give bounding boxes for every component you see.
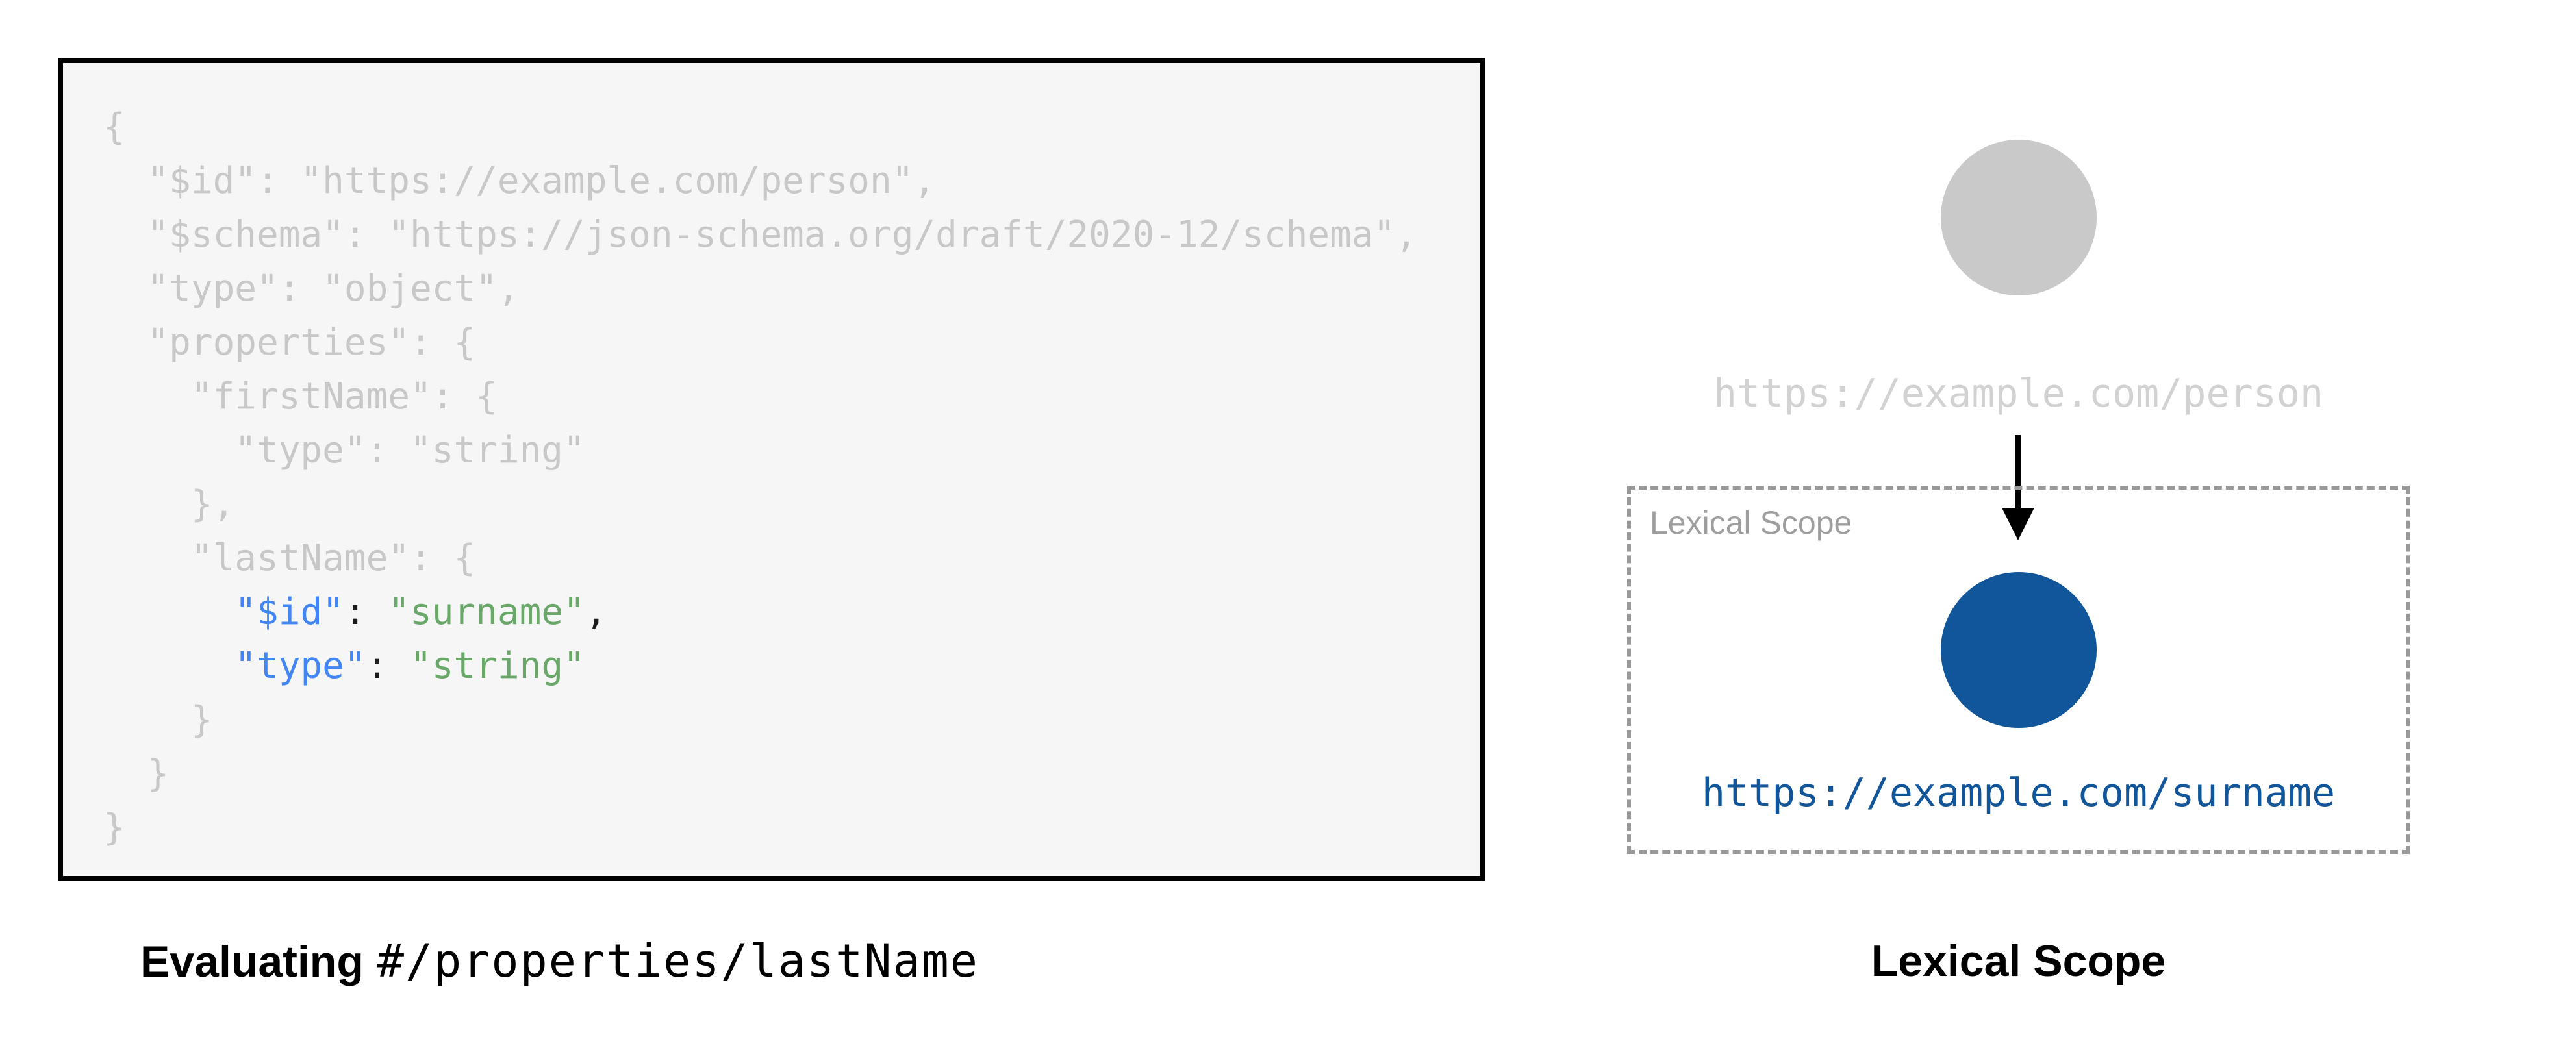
code-line: } (103, 801, 1480, 855)
code-segment: "$schema": "https://json-schema.org/draf… (103, 214, 1417, 256)
code-line: "lastName": { (103, 531, 1480, 585)
code-line: "$id": "surname", (103, 585, 1480, 639)
code-line: "type": "string" (103, 639, 1480, 693)
code-line: "$id": "https://example.com/person", (103, 154, 1480, 208)
code-segment: "surname" (388, 591, 585, 633)
code-segment: } (103, 807, 125, 849)
code-line: "$schema": "https://json-schema.org/draf… (103, 208, 1480, 262)
code-segment: "firstName": { (103, 375, 498, 418)
code-segment: "properties": { (103, 321, 476, 364)
parent-uri-label: https://example.com/person (1713, 371, 2324, 416)
code-segment: { (103, 106, 125, 148)
code-line: } (103, 747, 1480, 801)
code-segment (103, 645, 234, 687)
code-line: } (103, 693, 1480, 747)
code-segment: "type": "string" (103, 429, 585, 471)
arrow-head-icon (2002, 508, 2034, 540)
left-caption-json-pointer: #/properties/lastName (376, 934, 979, 988)
code-segment: "$id" (234, 591, 344, 633)
code-segment: "type" (234, 645, 366, 687)
code-segment: }, (103, 483, 235, 525)
arrow-line (2015, 435, 2021, 509)
code-line: "type": "object", (103, 262, 1480, 316)
code-line: "properties": { (103, 316, 1480, 369)
code-segment: : (344, 591, 388, 633)
left-caption-evaluating: Evaluating (140, 937, 364, 986)
code-segment (103, 591, 234, 633)
code-segment: } (103, 753, 170, 795)
json-schema-code-panel: { "$id": "https://example.com/person", "… (58, 58, 1485, 881)
code-line: "type": "string" (103, 423, 1480, 477)
code-segment: : (366, 645, 410, 687)
code-segment: "$id": "https://example.com/person", (103, 160, 936, 202)
lexical-scope-box-label: Lexical Scope (1650, 505, 1852, 541)
child-uri-label: https://example.com/surname (1701, 770, 2336, 816)
code-segment: "type": "object", (103, 268, 520, 310)
code-segment: "lastName": { (103, 537, 476, 579)
code-segment: , (585, 591, 607, 633)
child-schema-node (1941, 572, 2097, 728)
code-segment: } (103, 699, 213, 741)
code-line: { (103, 100, 1480, 154)
code-line: }, (103, 477, 1480, 531)
parent-schema-node (1941, 140, 2097, 295)
lexical-scope-box (1627, 486, 2410, 854)
right-caption: Lexical Scope (1871, 936, 2166, 986)
code-segment: "string" (410, 645, 585, 687)
code-block: { "$id": "https://example.com/person", "… (63, 63, 1480, 855)
left-caption: Evaluating#/properties/lastName (140, 935, 979, 1000)
code-line: "firstName": { (103, 369, 1480, 423)
